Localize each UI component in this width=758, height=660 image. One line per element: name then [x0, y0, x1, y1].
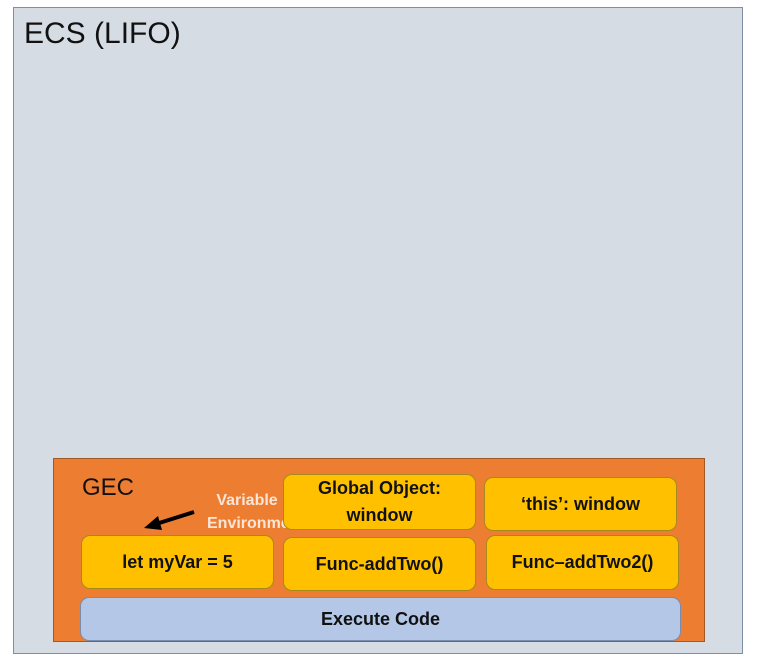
variable-environment-label: Variable Environment [192, 489, 305, 535]
global-object-value: window [346, 505, 413, 525]
let-myvar-box: let myVar = 5 [81, 535, 274, 589]
let-myvar-text: let myVar = 5 [122, 551, 233, 572]
ecs-container: ECS (LIFO) GEC Variable Environment Glob… [13, 7, 743, 654]
global-object-label: Global Object: [317, 478, 441, 498]
func-addtwo2-box: Func–addTwo2() [486, 535, 679, 590]
execute-code-text: Execute Code [320, 608, 441, 629]
func-addtwo-box: Func-addTwo() [283, 537, 476, 591]
this-binding-box: ‘this’: window [484, 477, 677, 531]
gec-container: GEC Variable Environment Global Object: … [53, 458, 705, 642]
func-addtwo-text: Func-addTwo() [315, 553, 444, 574]
gec-title: GEC [82, 474, 135, 501]
func-addtwo2-text: Func–addTwo2() [511, 552, 654, 572]
variable-environment-text: Variable Environment [207, 492, 305, 532]
execute-code-bar: Execute Code [80, 597, 681, 641]
this-binding-text: ‘this’: window [521, 493, 640, 514]
global-object-box: Global Object: window [283, 474, 476, 530]
arrow-left-icon [144, 510, 195, 530]
ecs-title: ECS (LIFO) [24, 17, 181, 50]
